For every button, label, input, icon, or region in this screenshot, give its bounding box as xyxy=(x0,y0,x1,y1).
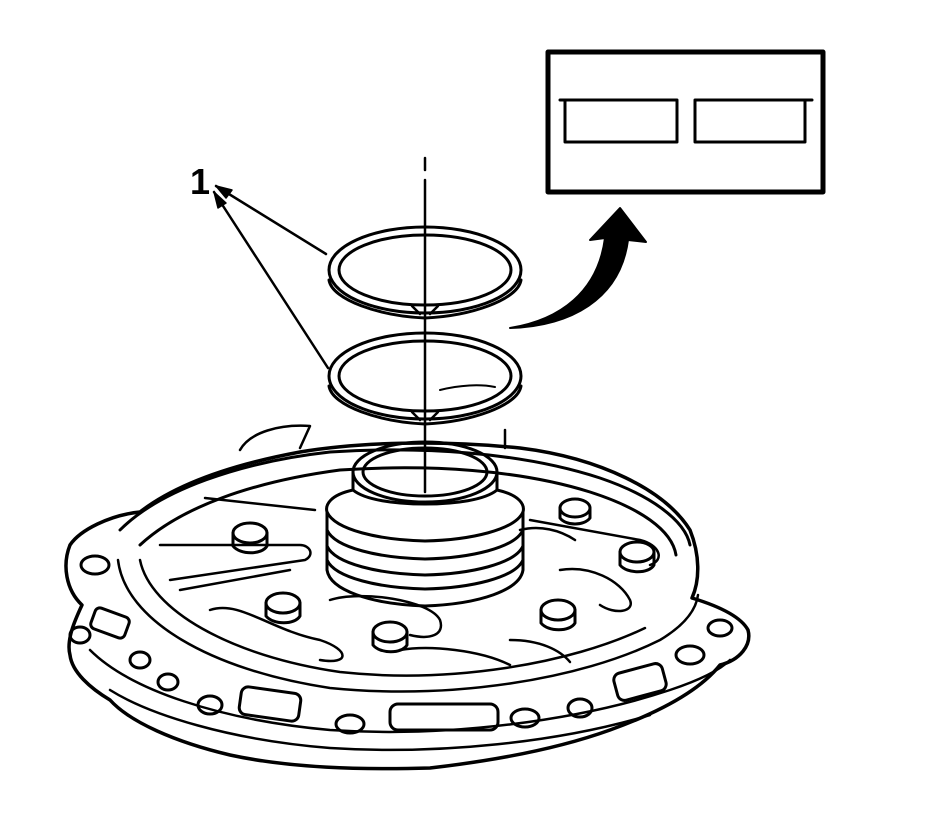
callout-leaders xyxy=(212,184,330,370)
seal-ring-upper xyxy=(327,225,523,320)
callout-label-1: 1 xyxy=(190,161,210,202)
pump-body xyxy=(64,424,751,771)
detail-arrow xyxy=(509,207,647,329)
seal-ring-lower xyxy=(327,331,523,426)
detail-inset xyxy=(545,49,826,195)
stator-hub xyxy=(325,440,525,608)
